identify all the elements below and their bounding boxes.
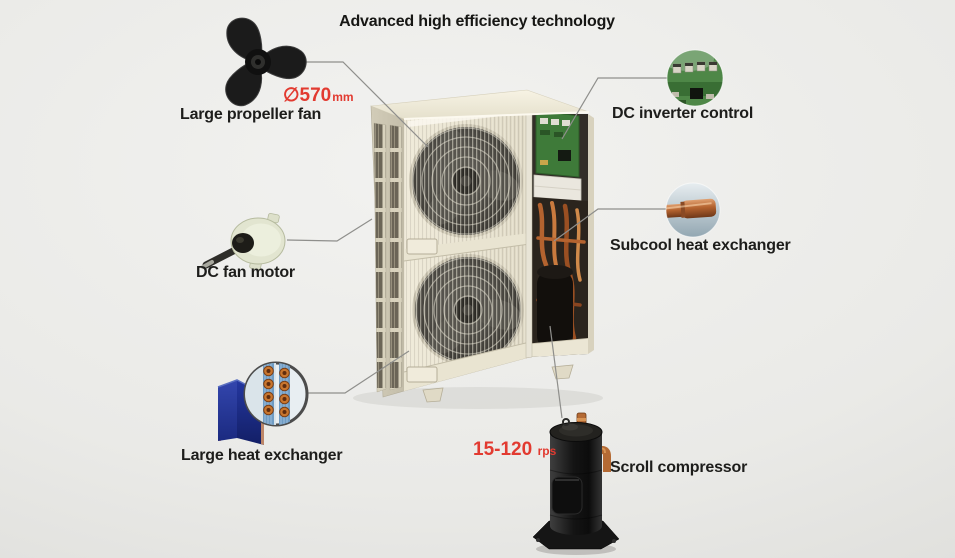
page-title: Advanced high efficiency technology	[339, 13, 615, 30]
inverter-control-label: DC inverter control	[612, 105, 754, 122]
fan-motor-label: DC fan motor	[196, 264, 295, 281]
compressor-speed-unit: rps	[537, 444, 557, 458]
fan-diameter-unit: mm	[332, 90, 354, 104]
inverter-leader-line	[561, 77, 667, 140]
subcool-pipe-photo	[665, 182, 721, 238]
fan-diameter-spec: ∅570mm	[283, 84, 354, 107]
scroll-compressor-label: Scroll compressor	[610, 459, 748, 476]
fan-motor-leader-line	[286, 218, 373, 242]
propeller-fan-image	[225, 17, 307, 107]
front-handle-top	[406, 238, 438, 255]
compressor-terminal-box	[551, 476, 583, 515]
outdoor-unit-image	[370, 89, 594, 403]
leader-lines	[286, 61, 667, 419]
fan-diameter-value: ∅570	[283, 85, 332, 106]
subcool-leader-line	[553, 208, 666, 242]
propeller-fan-leader-line	[297, 61, 429, 148]
dc-inverter-board-photo	[666, 49, 724, 107]
front-handle-bottom	[406, 366, 438, 383]
scroll-compressor-image	[532, 412, 620, 555]
unit-shadow	[353, 387, 603, 409]
open-service-section	[525, 112, 594, 359]
unit-foot-right	[551, 364, 574, 380]
unit-foot-left	[422, 387, 444, 403]
compressor-speed-value: 15-120	[473, 439, 533, 460]
dc-fan-motor-image	[201, 213, 286, 271]
propeller-fan-label: Large propeller fan	[180, 106, 322, 123]
subcool-heat-exchanger-label: Subcool heat exchanger	[610, 237, 791, 254]
compressor-speed-spec: 15-120 rps	[473, 439, 556, 461]
heat-exchanger-image	[217, 361, 309, 445]
heat-exchanger-magnifier	[243, 361, 309, 427]
compressor-leader-line	[549, 325, 563, 419]
heat-exchanger-leader-line	[307, 350, 410, 394]
heat-exchanger-label: Large heat exchanger	[181, 447, 343, 464]
